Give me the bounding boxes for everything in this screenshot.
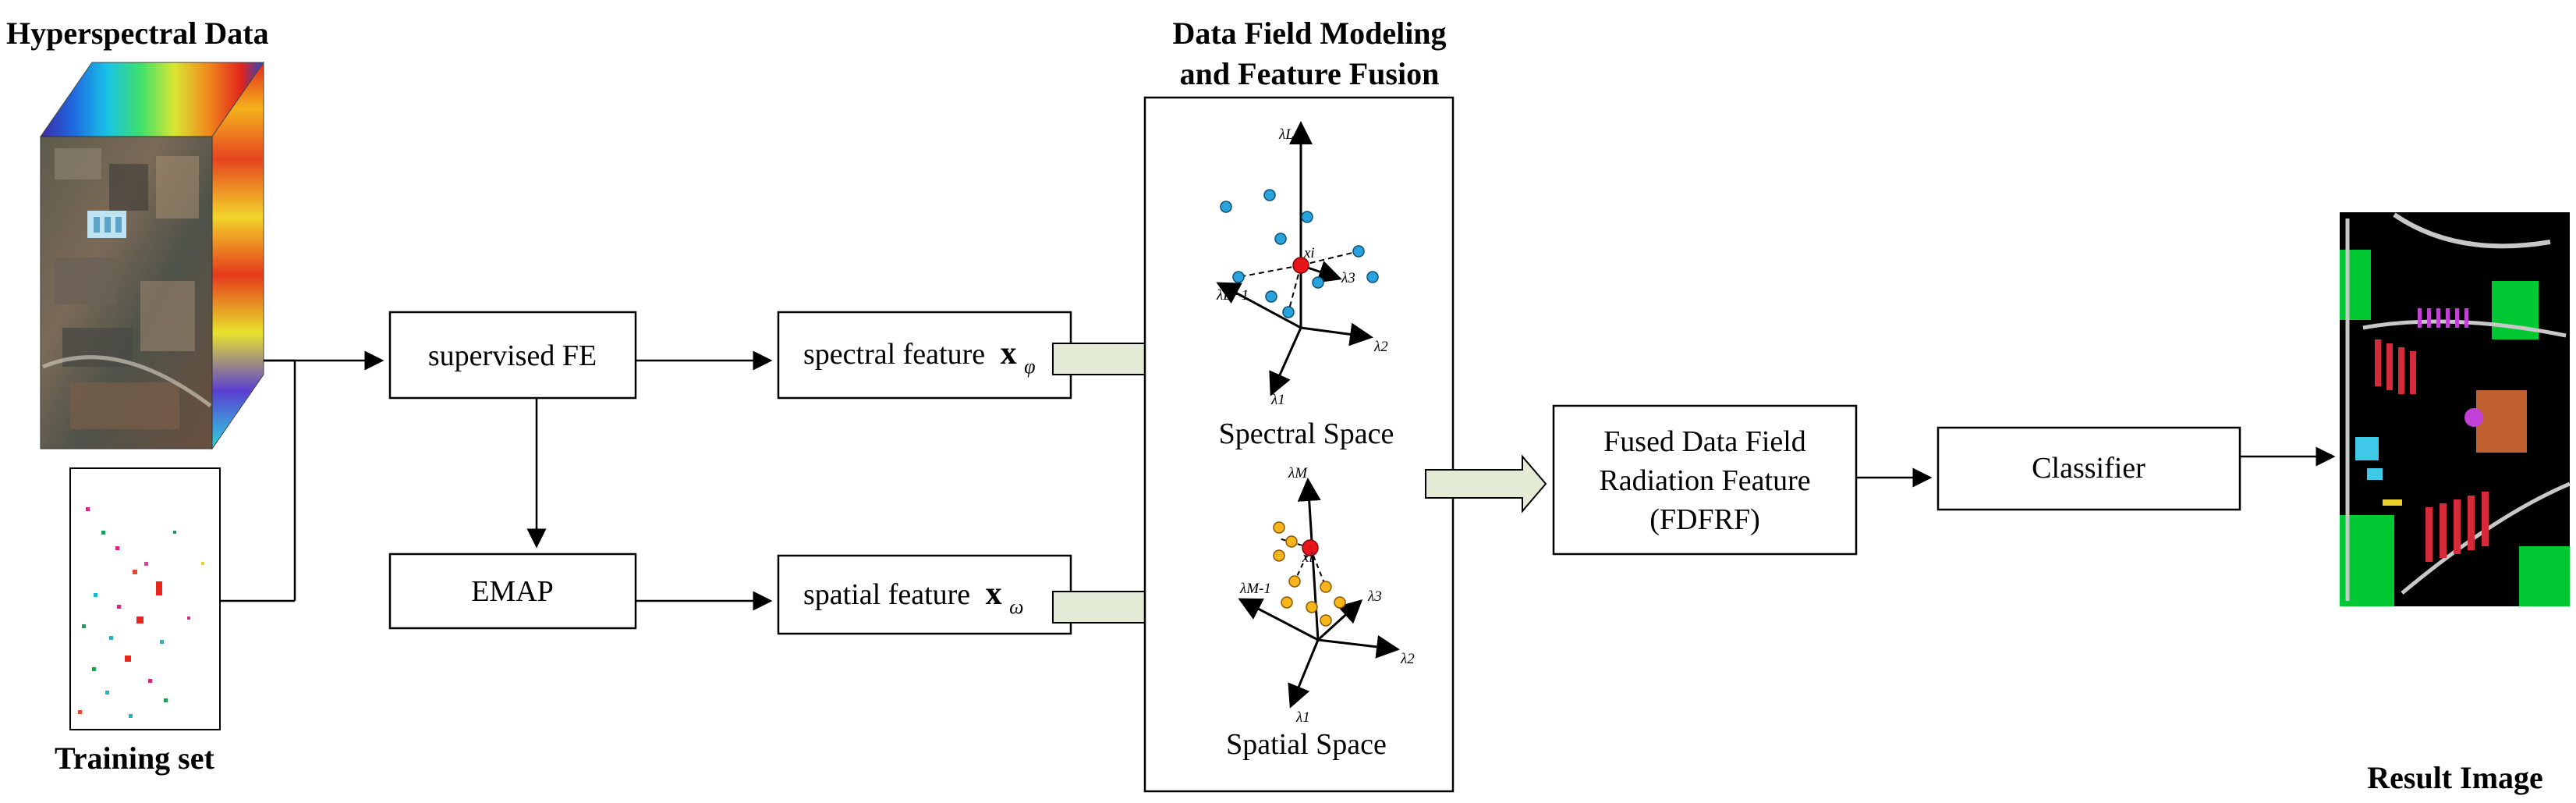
fusion-title-line2: and Feature Fusion — [1180, 56, 1440, 91]
svg-text:λ2: λ2 — [1373, 339, 1388, 355]
svg-text:xi: xi — [1303, 245, 1315, 261]
spatial-space-label: Spatial Space — [1226, 728, 1387, 761]
training-title: Training set — [55, 741, 215, 776]
fdfrf-box: Fused Data Field Radiation Feature (FDFR… — [1552, 404, 1858, 556]
spectral-feature-box: spectral feature x φ — [777, 311, 1072, 400]
svg-text:λ3: λ3 — [1341, 270, 1355, 286]
training-set-image — [69, 467, 221, 730]
input-connectors — [220, 350, 384, 602]
spatial-points — [1273, 521, 1346, 627]
svg-text:λL: λL — [1278, 126, 1294, 143]
svg-text:Classifier: Classifier — [2032, 452, 2145, 485]
svg-text:spatial feature x: spatial feature x ω — [803, 576, 1024, 618]
svg-text:λM-1: λM-1 — [1239, 581, 1271, 597]
svg-text:λM: λM — [1288, 465, 1308, 481]
svg-text:Radiation Feature: Radiation Feature — [1599, 464, 1810, 497]
svg-text:λ2: λ2 — [1400, 651, 1415, 667]
spectral-space-plot — [1216, 121, 1373, 396]
svg-text:λ1: λ1 — [1270, 392, 1285, 408]
spectral-axis-labels: λL λL−1 λ3 λ2 λ1 xi — [1216, 126, 1388, 408]
svg-text:Fused Data Field: Fused Data Field — [1603, 425, 1806, 458]
hyperspectral-cube — [40, 61, 264, 450]
svg-text:λ3: λ3 — [1367, 588, 1382, 605]
fusion-box — [1143, 96, 1455, 793]
svg-text:supervised FE: supervised FE — [428, 339, 597, 372]
hyperspectral-title: Hyperspectral Data — [6, 16, 269, 51]
svg-text:EMAP: EMAP — [471, 575, 554, 608]
fusion-out-fat-arrow — [1425, 454, 1547, 513]
spectral-space-label: Spectral Space — [1219, 417, 1394, 450]
svg-text:λ1: λ1 — [1295, 709, 1310, 726]
result-image — [2340, 212, 2571, 606]
svg-text:spectral feature x: spectral feature x φ — [803, 336, 1036, 378]
svg-text:(FDFRF): (FDFRF) — [1649, 503, 1760, 536]
spatial-space-plot — [1238, 478, 1400, 709]
spectral-center-point — [1292, 257, 1309, 274]
svg-text:λL−1: λL−1 — [1216, 287, 1249, 304]
spatial-axis-labels: λM λM-1 λ3 λ2 λ1 xi — [1239, 465, 1415, 726]
result-title: Result Image — [2367, 760, 2543, 795]
spatial-center-point — [1302, 539, 1319, 556]
spatial-feature-box: spatial feature x ω — [777, 554, 1072, 635]
supervised-fe-box: supervised FE — [388, 311, 637, 400]
emap-box: EMAP — [388, 553, 637, 630]
spectral-points — [1220, 189, 1379, 318]
classifier-box: Classifier — [1936, 426, 2241, 511]
fusion-title-line1: Data Field Modeling — [1172, 16, 1446, 51]
svg-text:xi: xi — [1302, 549, 1313, 566]
